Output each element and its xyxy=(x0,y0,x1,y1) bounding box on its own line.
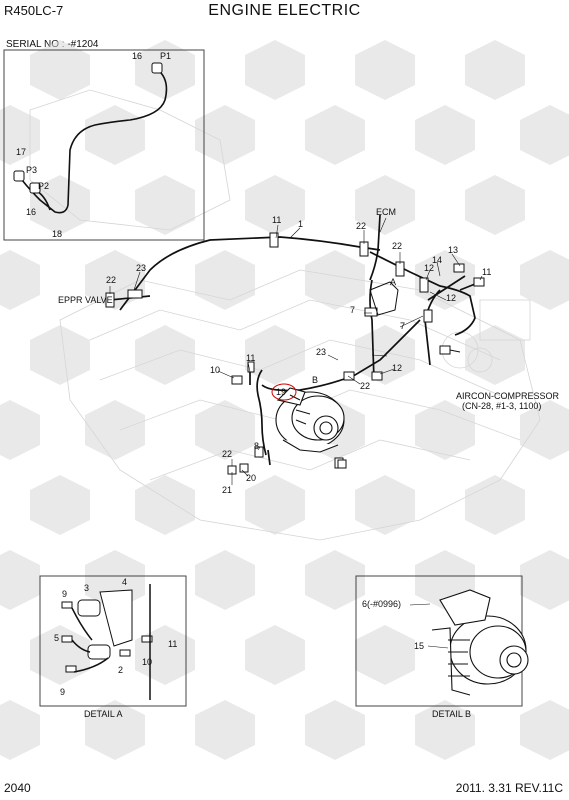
detail-a-box xyxy=(39,575,187,707)
callout-11-c: 11 xyxy=(246,353,256,363)
callout-p2: P2 xyxy=(38,181,50,191)
bracket-a xyxy=(369,281,399,316)
callout-4: 4 xyxy=(122,577,128,587)
label-eppr-valve: EPPR VALVE xyxy=(58,295,113,305)
callout-11-b: 11 xyxy=(482,267,492,277)
callout-8: 8 xyxy=(254,441,260,451)
callout-11-d: 11 xyxy=(168,639,178,649)
callout-2: 2 xyxy=(118,665,124,675)
revision-info: 2011. 3.31 REV.11C xyxy=(455,781,563,795)
model-number: R450LC-7 xyxy=(4,3,64,18)
label-aircon-line1: AIRCON-COMPRESSOR xyxy=(456,391,560,401)
callout-10-main: 10 xyxy=(210,365,221,375)
callout-p3: P3 xyxy=(26,165,38,175)
callout-22-a: 22 xyxy=(356,221,367,231)
label-aircon-line2: (CN-28, #1-3, 1100) xyxy=(462,401,542,411)
callout-7-a: 7 xyxy=(350,305,356,315)
callout-9-b: 9 xyxy=(60,687,66,697)
callout-22-d: 22 xyxy=(360,381,371,391)
callout-11-a: 11 xyxy=(272,215,282,225)
callout-22-e: 22 xyxy=(222,449,233,459)
main-connectors xyxy=(105,232,485,475)
callout-3: 3 xyxy=(84,583,90,593)
callout-21: 21 xyxy=(222,485,233,495)
callout-12-b: 12 xyxy=(446,293,457,303)
callout-10-detail: 10 xyxy=(142,657,153,667)
callout-17: 17 xyxy=(16,147,27,157)
detail-a-parts xyxy=(61,589,153,673)
callout-22-c: 22 xyxy=(106,275,117,285)
callout-20: 20 xyxy=(246,473,257,483)
callout-p1: P1 xyxy=(160,51,172,61)
callout-12-a: 12 xyxy=(424,263,435,273)
detail-b-alternator xyxy=(431,589,529,696)
callout-13: 13 xyxy=(448,245,459,255)
label-ecm: ECM xyxy=(376,207,396,217)
callout-12-c: 12 xyxy=(392,363,403,373)
alternator xyxy=(275,387,345,453)
callout-5: 5 xyxy=(54,633,60,643)
aircon-fitting xyxy=(439,345,461,355)
callout-15: 15 xyxy=(414,641,425,651)
callout-9-a: 9 xyxy=(62,589,68,599)
callout-16-bottom: 16 xyxy=(26,207,37,217)
leader-lines xyxy=(109,217,483,485)
callout-7-b: 7 xyxy=(400,321,406,331)
inset-serial-box xyxy=(3,49,205,241)
page-number: 2040 xyxy=(4,781,31,795)
label-b-mark: B xyxy=(312,375,319,385)
label-a-mark: A xyxy=(390,277,397,287)
callout-14: 14 xyxy=(432,255,443,265)
page-title: ENGINE ELECTRIC xyxy=(208,2,361,19)
callout-23-b: 23 xyxy=(316,347,327,357)
detail-b-caption: DETAIL B xyxy=(432,709,472,719)
highlight-19 xyxy=(271,383,297,401)
detail-a-caption: DETAIL A xyxy=(84,709,123,719)
callout-19: 19 xyxy=(276,387,287,397)
callout-23-a: 23 xyxy=(136,263,147,273)
callout-22-b: 22 xyxy=(392,241,403,251)
callout-1: 1 xyxy=(298,219,304,229)
callout-6: 6(-#0996) xyxy=(362,599,402,609)
callout-16-top: 16 xyxy=(132,51,143,61)
callout-18: 18 xyxy=(52,229,63,239)
